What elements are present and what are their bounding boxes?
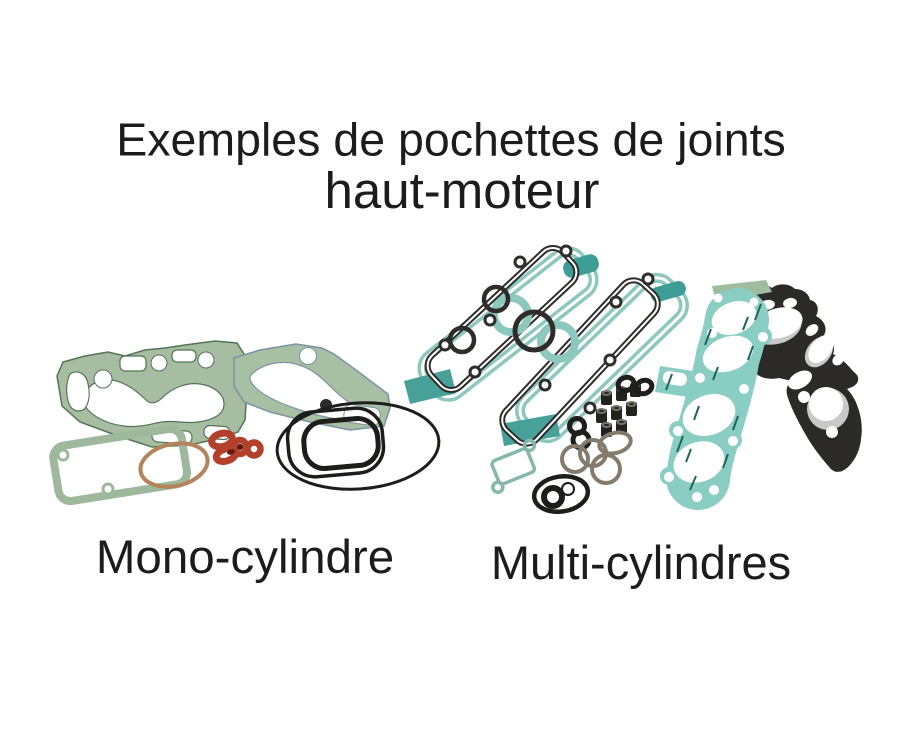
svg-text:haut-moteur: haut-moteur	[325, 162, 600, 219]
svg-text:Mono-cylindre: Mono-cylindre	[96, 531, 394, 584]
svg-text:Multi-cylindres: Multi-cylindres	[491, 536, 791, 589]
svg-text:Exemples de pochettes de joint: Exemples de pochettes de joints	[116, 114, 785, 166]
